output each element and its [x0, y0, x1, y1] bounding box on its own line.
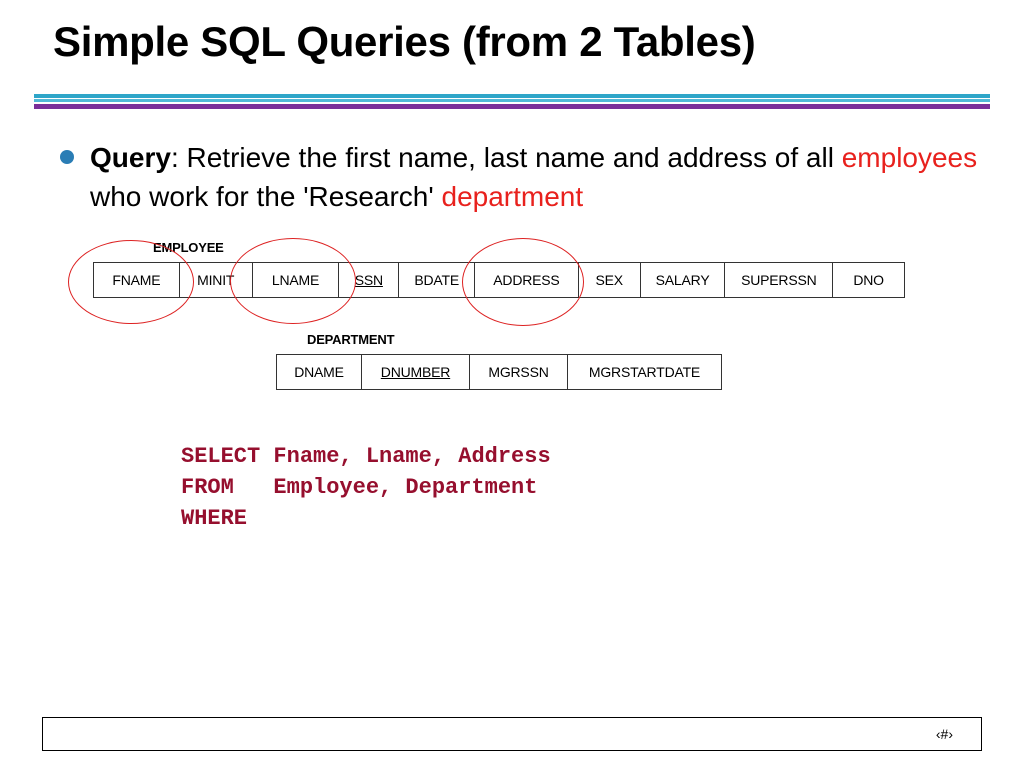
department-column-mgrstartdate: MGRSTARTDATE — [588, 364, 701, 380]
employee-column-superssn: SUPERSSN — [725, 263, 834, 297]
department-column-dnumber: DNUMBER — [362, 355, 470, 389]
department-column-mgrssn: MGRSSN — [470, 355, 568, 389]
slide-footer: ‹#› — [42, 717, 982, 751]
query-label: Query — [90, 142, 171, 173]
sql-line-where: WHERE — [181, 506, 248, 531]
department-schema-label: DEPARTMENT — [307, 332, 395, 347]
query-text-part-1: : Retrieve the first name, last name and… — [170, 142, 842, 173]
department-schema-table: DNAME DNUMBER MGRSSN MGRSTARTDATE — [276, 354, 722, 390]
title-divider-cyan — [34, 94, 990, 98]
page-number: ‹#› — [935, 726, 953, 742]
employee-column-salary: SALARY — [641, 263, 726, 297]
department-column-dname: DNAME — [277, 355, 362, 389]
query-text-part-2: who work for the 'Research' — [90, 181, 442, 212]
employee-column-sex: SEX — [579, 263, 641, 297]
fname-highlight-circle — [68, 240, 194, 324]
sql-line-from: FROM Employee, Department — [181, 475, 538, 500]
query-description: Query: Retrieve the first name, last nam… — [90, 138, 990, 216]
query-highlight-employees: employees — [841, 142, 978, 173]
title-divider-purple — [34, 104, 990, 109]
query-highlight-department: department — [441, 181, 584, 212]
slide-title: Simple SQL Queries (from 2 Tables) — [53, 18, 756, 65]
bullet-dot-icon — [60, 150, 74, 164]
employee-column-ssn: SSN — [339, 263, 400, 297]
address-highlight-circle — [462, 238, 584, 326]
title-divider-light-cyan — [34, 99, 990, 102]
sql-line-select: SELECT Fname, Lname, Address — [181, 444, 551, 469]
lname-highlight-circle — [230, 238, 356, 324]
employee-column-dno: DNO — [853, 272, 884, 288]
